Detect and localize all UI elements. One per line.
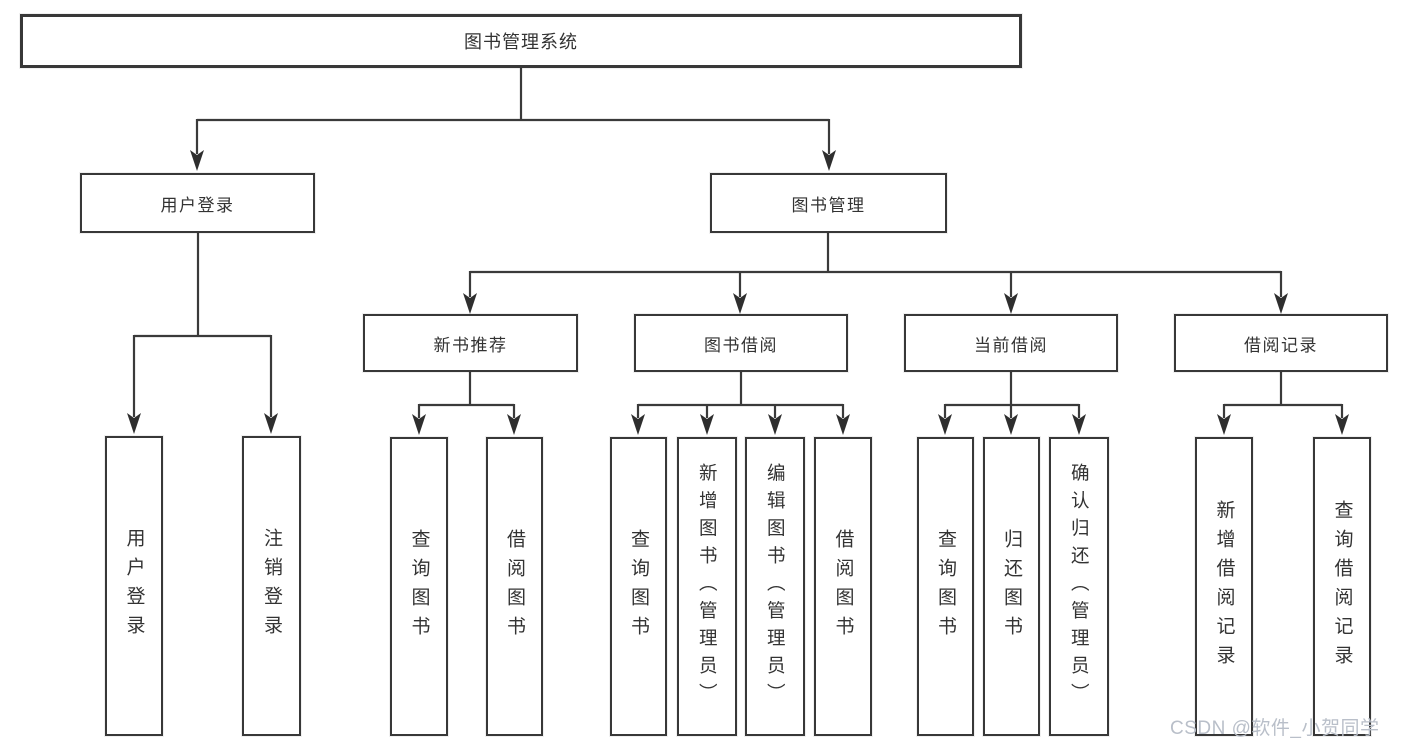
connectors [132, 68, 1344, 418]
connector-book-mgmt-to-level3 [468, 233, 1283, 297]
node-book-mgmt: 图书管理 [710, 173, 947, 233]
leaf-bb-borrow-books: 借阅图书 [814, 437, 872, 736]
node-root: 图书管理系统 [20, 14, 1022, 68]
leaf-user-login: 用户登录 [105, 436, 163, 736]
arrowhead [1004, 414, 1018, 435]
leaf-br-query-record: 查询借阅记录 [1313, 437, 1371, 736]
watermark: CSDN @软件_小贺同学 [1170, 718, 1380, 739]
arrowhead [507, 414, 521, 435]
arrowhead [264, 413, 278, 434]
arrowhead [1004, 293, 1018, 314]
connector-new-book-rec-branch [417, 372, 516, 418]
node-new-book-rec: 新书推荐 [363, 314, 578, 372]
leaf-bb-add-books-admin: 新增图书（管理员） [677, 437, 737, 736]
arrowhead [1274, 293, 1288, 314]
leaf-rec-query-books: 查询图书 [390, 437, 448, 736]
arrowhead [127, 413, 141, 434]
arrowhead [768, 414, 782, 435]
arrowhead [822, 150, 836, 171]
arrowhead [938, 414, 952, 435]
leaf-cb-confirm-return-admin: 确认归还（管理员） [1049, 437, 1109, 736]
leaf-br-add-record: 新增借阅记录 [1195, 437, 1253, 736]
arrowhead [700, 414, 714, 435]
arrowhead [1335, 414, 1349, 435]
leaf-logout: 注销登录 [242, 436, 301, 736]
leaf-bb-query-books: 查询图书 [610, 437, 667, 736]
arrowhead [631, 414, 645, 435]
arrowheads [127, 150, 1349, 435]
leaf-cb-query-books: 查询图书 [917, 437, 974, 736]
arrowhead [733, 293, 747, 314]
node-borrow-record: 借阅记录 [1174, 314, 1388, 372]
arrowhead [1217, 414, 1231, 435]
arrowhead [836, 414, 850, 435]
connector-user-login-branch [132, 233, 273, 417]
connector-book-borrow-branch [636, 372, 845, 418]
arrowhead [412, 414, 426, 435]
node-book-borrow: 图书借阅 [634, 314, 848, 372]
connector-root-to-level2 [195, 68, 831, 154]
arrowhead [463, 293, 477, 314]
leaf-rec-borrow-books: 借阅图书 [486, 437, 543, 736]
arrowhead [190, 150, 204, 171]
node-current-borrow: 当前借阅 [904, 314, 1118, 372]
node-user-login: 用户登录 [80, 173, 315, 233]
leaf-cb-return-books: 归还图书 [983, 437, 1040, 736]
connector-current-borrow-branch [943, 372, 1081, 418]
arrowhead [1072, 414, 1086, 435]
leaf-bb-edit-books-admin: 编辑图书（管理员） [745, 437, 805, 736]
connector-borrow-record-branch [1222, 372, 1344, 418]
